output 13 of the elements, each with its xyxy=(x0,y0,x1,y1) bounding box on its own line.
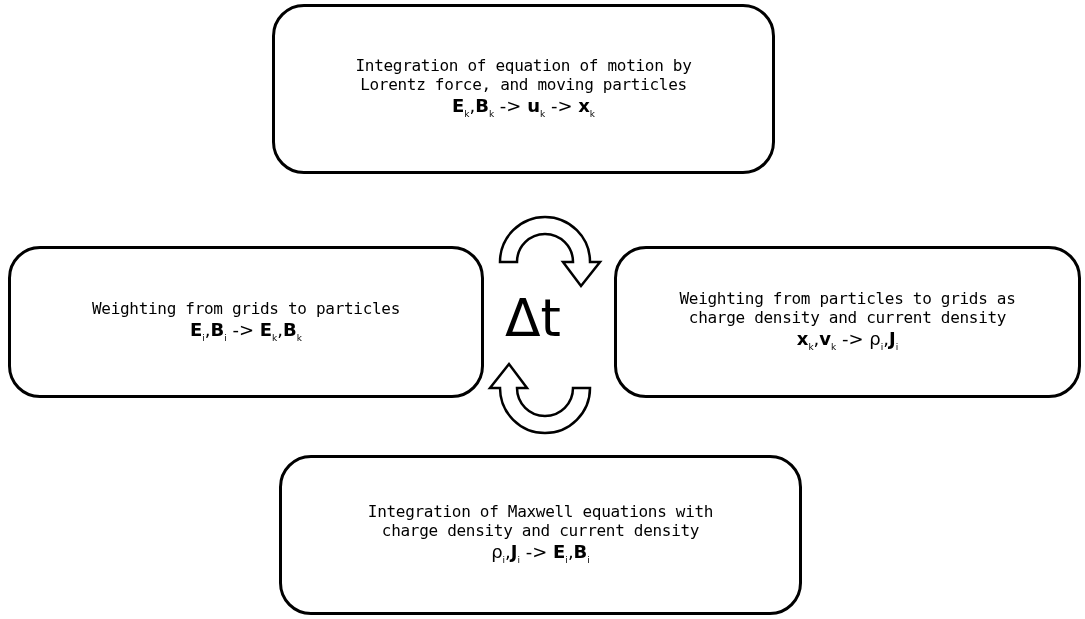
step-description: Integration of Maxwell equations with charge density and current density xyxy=(366,503,715,541)
formula: E$_{i}$,B$_{i}$ -> E$_{k}$,B$_{k}$ xyxy=(190,318,302,345)
time-step-label: Δt xyxy=(505,292,561,344)
formula: ρ$_{i}$,J$_{i}$ -> E$_{i}$,B$_{i}$ xyxy=(491,540,590,567)
process-box xyxy=(614,246,1081,398)
process-box xyxy=(279,455,802,615)
formula: E$_{k}$,B$_{k}$ -> u$_{k}$ -> x$_{k}$ xyxy=(451,94,596,121)
process-box xyxy=(272,4,775,174)
process-box xyxy=(8,246,484,398)
formula: x$_{k}$,v$_{k}$ -> ρ$_{i}$,J$_{i}$ xyxy=(796,327,899,354)
step-description: Integration of equation of motion by Lorentz force, and moving particles xyxy=(354,57,693,95)
step-description: Weighting from grids to particles xyxy=(92,299,400,319)
step-description: Weighting from particles to grids as charge density and current density xyxy=(678,290,1017,328)
